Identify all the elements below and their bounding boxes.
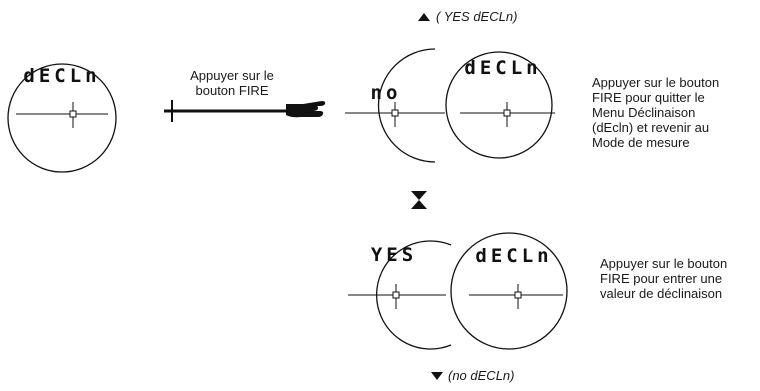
- display-text-start: dECLn: [23, 65, 100, 87]
- press-arrow: [164, 100, 326, 122]
- reticle-center: [503, 109, 511, 117]
- top-right-display: dECLn: [445, 51, 555, 159]
- bottom-right-display: dECLn: [450, 232, 568, 350]
- display-outline: [377, 48, 436, 163]
- display-text-bottom-right: dECLn: [475, 245, 552, 267]
- reticle-center: [391, 109, 399, 117]
- pointing-hand-icon: [286, 101, 326, 118]
- up-down-toggle-icon: [411, 191, 427, 209]
- bottom-option-label: (no dECLn): [448, 368, 515, 383]
- bottom-left-display: YES: [348, 240, 452, 350]
- display-text-bottom-left: YES: [371, 244, 417, 266]
- reticle-center: [69, 110, 77, 118]
- display-outline: [450, 232, 568, 350]
- top-option-label: ( YES dECLn): [436, 9, 518, 24]
- display-outline: [445, 51, 553, 159]
- display-text-top-left: no: [371, 82, 402, 104]
- display-outline: [7, 63, 117, 173]
- start-display: dECLn: [7, 63, 117, 173]
- display-text-top-right: dECLn: [464, 57, 541, 79]
- quit-instruction-text: Appuyer sur le bouton FIRE pour quitter …: [592, 75, 720, 150]
- reticle-center: [514, 291, 522, 299]
- down-triangle-icon: [431, 372, 443, 380]
- up-triangle-icon: [418, 13, 430, 21]
- press-fire-label: Appuyer sur le bouton FIRE: [190, 68, 274, 98]
- reticle-center: [392, 291, 400, 299]
- enter-instruction-text: Appuyer sur le bouton FIRE pour entrer u…: [600, 256, 728, 301]
- top-left-display: no: [345, 48, 445, 163]
